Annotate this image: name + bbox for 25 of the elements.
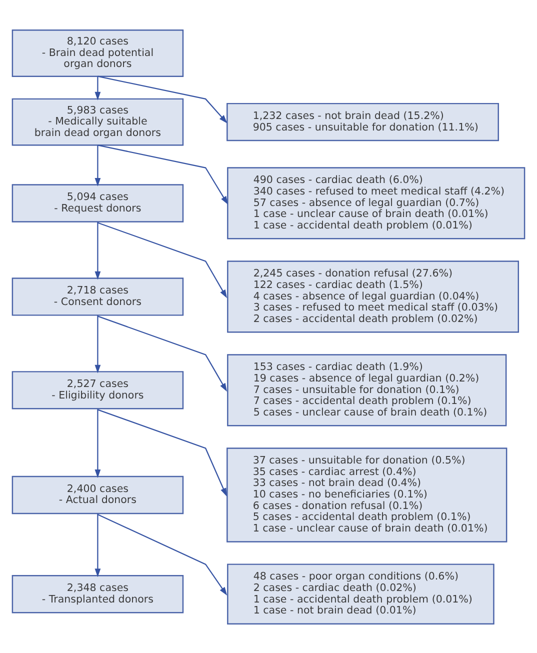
arrow	[98, 222, 227, 298]
arrow	[98, 144, 228, 204]
arrow	[98, 75, 228, 123]
arrow	[98, 315, 227, 392]
arrow	[94, 145, 101, 186]
node-box: 2,400 cases - Actual donors	[12, 475, 184, 514]
node-box: 5,094 cases - Request donors	[12, 184, 184, 222]
node-box: 37 cases - unsuitable for donation (0.5%) 35 cases - cardiac arrest (0.4%) 33 cases - not brain dead (0.4%) 10 cases - no beneficiaries (0.1%) 6 cases - donation refusal (0.1%) 5 cases - accidental death problem (0.1%) 1 case - unclear cause of brain death (0.01%)	[226, 447, 508, 542]
node-box: 8,120 cases - Brain dead potential organ donors	[12, 29, 184, 76]
node-box: 153 cases - cardiac death (1.9%) 19 cases - absence of legal guardian (0.2%) 7 cases - unsuitable for donation (0.1%) 7 cases - accidental death problem (0.1%) 5 cases - unclear cause of brain death (0.1%)	[227, 354, 507, 426]
node-box: 490 cases - cardiac death (6.0%) 340 cases - refused to meet medical staff (4.2%) 57 cases - absence of legal guardian (0.7%) 1 case - unclear cause of brain death (0.01%) 1 case - accidental death problem (0.01%)	[227, 166, 526, 239]
arrow	[94, 513, 101, 577]
node-box: 1,232 cases - not brain dead (15.2%) 905 cases - unsuitable for donation (11.1%)	[226, 102, 499, 141]
arrow	[94, 76, 101, 100]
arrow	[97, 513, 228, 595]
node-box: 5,983 cases - Medically suitable brain dead organ donors	[12, 98, 184, 146]
node-box: 48 cases - poor organ conditions (0.6%) 2 cases - cardiac death (0.02%) 1 case - accidental death problem (0.01%) 1 case - not brain dead (0.01%)	[227, 563, 494, 624]
node-box: 2,245 cases - donation refusal (27.6%) 122 cases - cardiac death (1.5%) 4 cases - absence of legal guardian (0.04%) 3 cases - refused to meet medical staff (0.03%) 2 cases - accidental death problem (0.02%)	[227, 260, 519, 332]
arrow	[98, 408, 227, 496]
arrow	[94, 408, 101, 478]
arrow	[94, 221, 101, 280]
arrow	[94, 314, 101, 373]
node-box: 2,718 cases - Consent donors	[12, 277, 184, 316]
node-box: 2,348 cases - Transplanted donors	[12, 574, 184, 613]
node-box: 2,527 cases - Eligibility donors	[12, 370, 184, 409]
